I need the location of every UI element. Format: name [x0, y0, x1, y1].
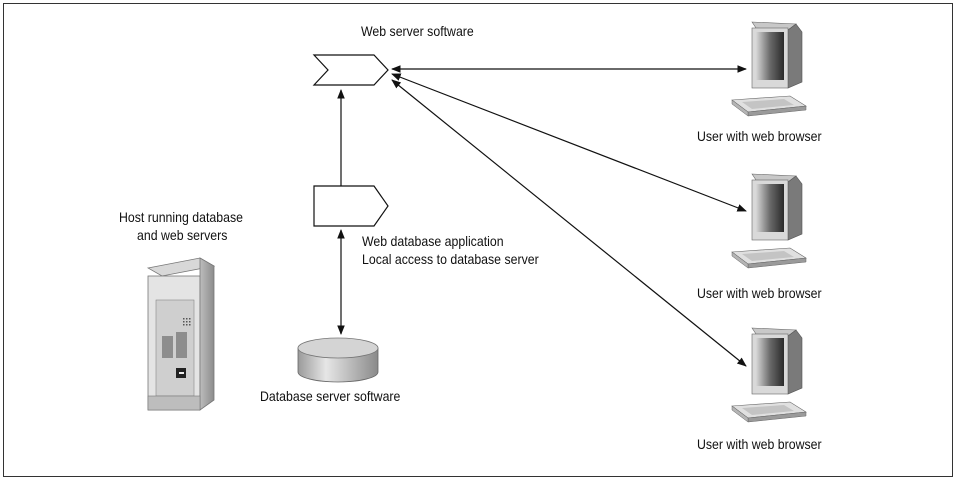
web-database-application-icon [313, 185, 389, 227]
user-label-3: User with web browser [697, 436, 822, 452]
computer-icon-2 [731, 173, 807, 269]
host-server-icon [146, 257, 216, 411]
host-label-line-1: Host running database [119, 209, 243, 225]
local-access-label: Local access to database server [362, 251, 539, 267]
host-label-line-2: and web servers [137, 227, 228, 243]
database-cylinder-icon [297, 337, 379, 383]
web-database-application-label: Web database application [362, 233, 504, 249]
user-label-2: User with web browser [697, 285, 822, 301]
web-server-software-label: Web server software [361, 23, 474, 39]
computer-icon-3 [731, 327, 807, 423]
arrow-webserver-to-user-2 [391, 73, 747, 212]
database-server-software-label: Database server software [260, 388, 401, 404]
computer-icon-1 [731, 21, 807, 117]
arrow-webserver-to-user-3 [391, 79, 747, 367]
user-label-1: User with web browser [697, 128, 822, 144]
web-server-software-icon [312, 54, 389, 86]
